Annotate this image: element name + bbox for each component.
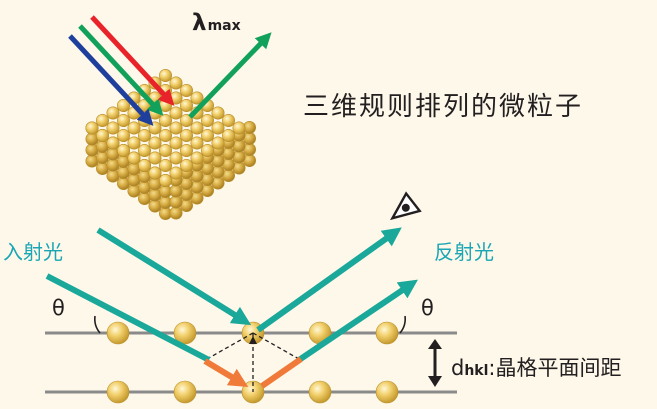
top-sphere xyxy=(211,106,225,120)
particles-title: 三维规则排列的微粒子 xyxy=(303,92,584,122)
top-sphere xyxy=(211,136,225,150)
top-sphere xyxy=(222,129,236,143)
top-sphere xyxy=(127,136,141,150)
top-sphere xyxy=(106,121,120,135)
top-sphere xyxy=(159,144,173,158)
top-sphere xyxy=(222,114,236,128)
top-sphere xyxy=(159,129,173,143)
top-sphere xyxy=(169,76,183,90)
d-hkl-label: dhkl:晶格平面间距 xyxy=(451,356,622,380)
top-sphere xyxy=(180,144,194,158)
path-difference-out xyxy=(260,356,303,389)
top-sphere xyxy=(201,129,215,143)
top-sphere xyxy=(148,151,162,165)
top-sphere xyxy=(127,121,141,135)
top-sphere xyxy=(169,151,183,165)
top-sphere xyxy=(211,121,225,135)
top-sphere xyxy=(138,159,152,173)
lambda-max-label: λmax xyxy=(192,10,241,36)
top-sphere xyxy=(96,129,110,143)
top-sphere xyxy=(138,144,152,158)
top-sphere xyxy=(106,136,120,150)
top-sphere xyxy=(117,144,131,158)
top-sphere xyxy=(106,106,120,120)
top-sphere xyxy=(148,121,162,135)
top-sphere xyxy=(148,166,162,180)
top-sphere xyxy=(190,151,204,165)
blue-incident-ray xyxy=(68,34,154,126)
top-sphere xyxy=(190,136,204,150)
path-difference-in xyxy=(203,358,249,387)
incident-ray-upper xyxy=(96,227,252,326)
side-sphere xyxy=(169,184,183,198)
reflected-ray-lower xyxy=(297,279,418,363)
top-sphere xyxy=(169,121,183,135)
top-sphere xyxy=(169,91,183,105)
top-sphere xyxy=(169,136,183,150)
incident-light-label: 入射光 xyxy=(3,240,63,264)
side-sphere xyxy=(169,206,183,220)
red-incident-ray xyxy=(90,15,175,106)
green-incident-ray xyxy=(78,24,164,116)
atom-bottom xyxy=(308,380,332,404)
top-sphere xyxy=(117,114,131,128)
incident-ray-lower xyxy=(45,273,211,363)
top-sphere xyxy=(159,174,173,188)
top-sphere xyxy=(201,114,215,128)
top-sphere xyxy=(180,99,194,113)
lattice-atoms xyxy=(106,321,399,404)
eye-icon xyxy=(389,191,422,221)
top-sphere xyxy=(201,144,215,158)
atom-bottom xyxy=(173,380,197,404)
theta-arc-right xyxy=(399,315,406,334)
top-sphere xyxy=(180,159,194,173)
top-sphere xyxy=(159,159,173,173)
d-subscript: hkl xyxy=(464,363,489,379)
spacing-arrow xyxy=(428,339,442,387)
atom-top xyxy=(375,321,399,345)
atom-bottom xyxy=(106,380,130,404)
top-sphere xyxy=(180,84,194,98)
top-sphere xyxy=(117,129,131,143)
atom-top xyxy=(173,321,197,345)
top-sphere xyxy=(159,114,173,128)
reflected-lambda-max-ray xyxy=(188,32,272,119)
top-sphere xyxy=(169,106,183,120)
top-sphere xyxy=(180,114,194,128)
top-sphere xyxy=(148,136,162,150)
d-description: :晶格平面间距 xyxy=(488,356,622,380)
top-sphere xyxy=(127,151,141,165)
top-sphere xyxy=(96,114,110,128)
side-sphere xyxy=(169,195,183,209)
atom-bottom xyxy=(375,380,399,404)
top-sphere xyxy=(190,91,204,105)
reflected-light-label: 反射光 xyxy=(434,240,494,264)
theta-label-right: θ xyxy=(421,296,434,320)
normal-arrowhead xyxy=(249,336,257,344)
particle-block xyxy=(85,69,257,221)
top-sphere xyxy=(159,99,173,113)
top-sphere xyxy=(180,129,194,143)
top-sphere xyxy=(85,121,99,135)
reflected-ray-upper xyxy=(256,227,402,333)
atom-top xyxy=(106,321,130,345)
top-sphere xyxy=(117,99,131,113)
lambda-subscript: max xyxy=(207,18,241,34)
top-sphere xyxy=(159,69,173,83)
top-sphere xyxy=(232,121,246,135)
top-sphere xyxy=(138,129,152,143)
top-sphere xyxy=(190,121,204,135)
top-sphere xyxy=(169,166,183,180)
theta-label-left: θ xyxy=(52,296,65,320)
theta-arc-left xyxy=(94,315,101,334)
